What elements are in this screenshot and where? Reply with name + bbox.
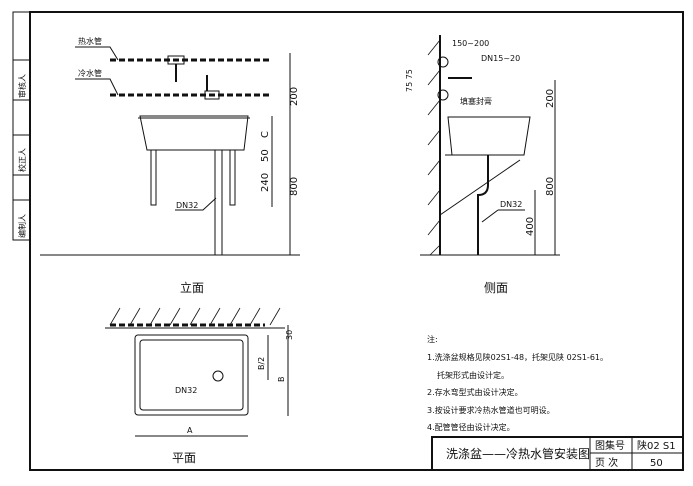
note-3: 3.按设计要求冷热水管道也可明设。: [427, 405, 555, 415]
drawing-title: 洗涤盆——冷热水管安装图: [446, 446, 590, 461]
seal-label: 填塞封膏: [460, 96, 492, 106]
dim-50: 50: [260, 149, 271, 162]
note-1: 1.洗涤盆规格见陕02S1-48，托架见陕 02S1-61。: [427, 352, 608, 362]
plan-view: DN32 30 B/2 B A 平面: [105, 307, 294, 465]
title-block: 洗涤盆——冷热水管安装图 图集号 陕02 S1 页 次 50: [431, 436, 684, 471]
cold-pipe-label: 冷水管: [78, 68, 102, 78]
dim-800: 800: [289, 177, 300, 196]
side-dim-400: 400: [525, 217, 536, 236]
plan-basin: [134, 334, 249, 416]
spacing-label: 75 75: [405, 69, 414, 92]
bracket-right: [229, 149, 236, 206]
side-dim-800: 800: [545, 177, 556, 196]
drain-pipe: [214, 149, 223, 256]
sheet-border: [29, 11, 684, 471]
atlas-label: 图集号: [595, 439, 625, 452]
note-4: 4.配管管径由设计决定。: [427, 422, 515, 432]
note-2: 2.存水弯型式由设计决定。: [427, 387, 523, 397]
hot-pipe-label: 热水管: [78, 36, 102, 46]
bracket-left: [150, 149, 157, 206]
note-1-cont: 托架形式由设计定。: [437, 370, 509, 380]
side-view-title: 侧面: [484, 281, 508, 295]
dim-b: B: [277, 377, 286, 383]
front-view-title: 立面: [180, 280, 204, 295]
notes: 注: 1.洗涤盆规格见陕02S1-48，托架见陕 02S1-61。 托架形式由设…: [427, 334, 608, 432]
side-dim-200: 200: [545, 89, 556, 108]
drafter-label: 编制人: [17, 214, 27, 238]
drain-label: DN32: [176, 201, 198, 210]
notes-heading: 注:: [427, 334, 438, 344]
side-view: 150~200 DN15~20 75 75 填塞封膏 DN32 200 800 …: [405, 35, 560, 295]
proofreader-label: 校正人: [17, 148, 27, 172]
front-view: 热水管 冷水管 DN32 200 800 C 50 240 立面: [40, 36, 300, 295]
basin: [139, 115, 249, 151]
dim-c: C: [260, 131, 271, 138]
supply-label: DN15~20: [481, 54, 520, 63]
page-number: 50: [650, 458, 663, 469]
plan-view-title: 平面: [172, 451, 196, 465]
dim-200: 200: [289, 87, 300, 106]
page-label: 页 次: [595, 456, 618, 469]
reviewer-label: 审核人: [17, 74, 27, 98]
dim-240: 240: [260, 173, 271, 192]
dim-30: 30: [285, 330, 294, 340]
dim-a: A: [187, 426, 193, 435]
dim-b-half: B/2: [257, 357, 266, 370]
atlas-number: 陕02 S1: [637, 439, 676, 452]
plan-drain-label: DN32: [175, 386, 197, 395]
trap: [477, 155, 489, 255]
side-drain-label: DN32: [500, 200, 522, 209]
offset-label: 150~200: [452, 39, 489, 48]
side-basin: [447, 116, 531, 156]
side-strip: 审核人 校正人 编制人: [12, 11, 31, 241]
